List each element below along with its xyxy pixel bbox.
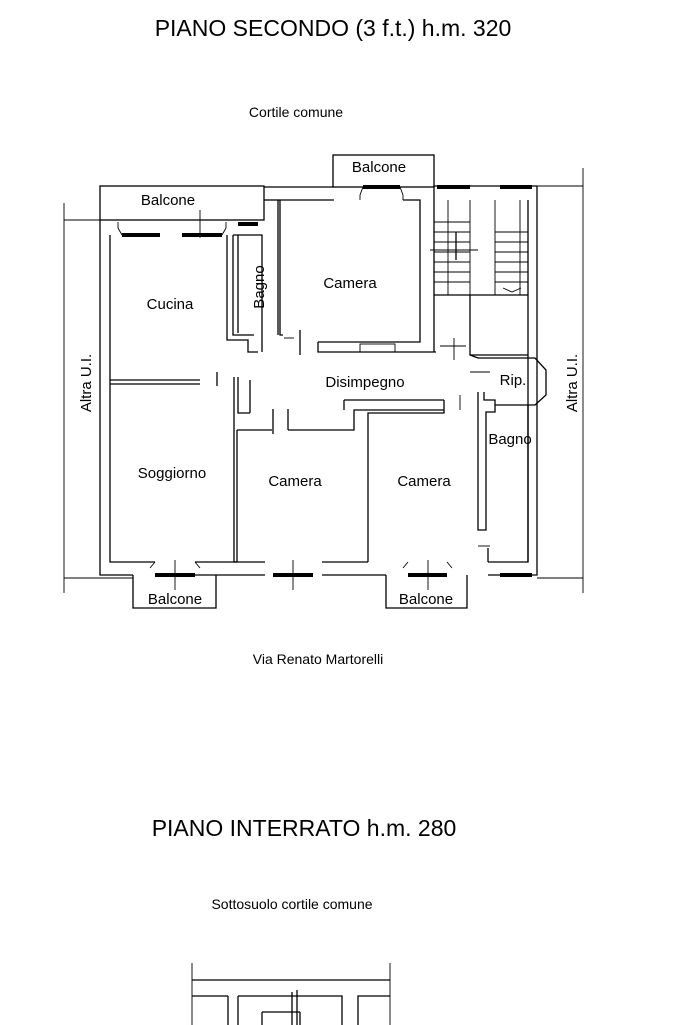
left-neighbor-label: Altra U.I. (78, 354, 95, 412)
neighbor-boundaries (63, 168, 584, 593)
room-label-camera-bottom-left: Camera (268, 473, 322, 490)
room-label-balcone-bottom-left: Balcone (148, 591, 202, 608)
room-label-soggiorno: Soggiorno (138, 465, 206, 482)
room-label-camera-top: Camera (323, 275, 377, 292)
room-label-camera-bottom-right: Camera (397, 473, 451, 490)
street-label: Via Renato Martorelli (253, 651, 383, 667)
basement-floor-plan (191, 963, 391, 1025)
room-label-balcone-bottom-right: Balcone (399, 591, 453, 608)
windows (117, 185, 532, 590)
room-label-balcone-top-center: Balcone (352, 159, 406, 176)
room-label-disimpegno: Disimpegno (325, 374, 404, 391)
upper-floor-plan: Balcone Balcone Cucina Bagno Camera Disi… (63, 154, 584, 609)
interior-walls (110, 186, 547, 563)
balconies (99, 154, 468, 609)
room-label-rip: Rip. (500, 372, 527, 389)
right-neighbor-label: Altra U.I. (564, 354, 581, 412)
staircase (430, 200, 528, 295)
room-label-bagno-right: Bagno (488, 431, 531, 448)
basement-floor-title: PIANO INTERRATO h.m. 280 (152, 815, 457, 841)
room-label-cucina: Cucina (147, 296, 194, 313)
balcony-top-left (99, 185, 265, 221)
upper-floor-title: PIANO SECONDO (3 f.t.) h.m. 320 (155, 15, 512, 41)
basement-courtyard-label: Sottosuolo cortile comune (211, 896, 372, 912)
room-label-balcone-top-left: Balcone (141, 192, 195, 209)
courtyard-label: Cortile comune (249, 104, 343, 120)
balcony-bottom-right (385, 575, 468, 609)
room-label-bagno-left: Bagno (251, 265, 268, 308)
balcony-bottom-left (132, 575, 217, 609)
